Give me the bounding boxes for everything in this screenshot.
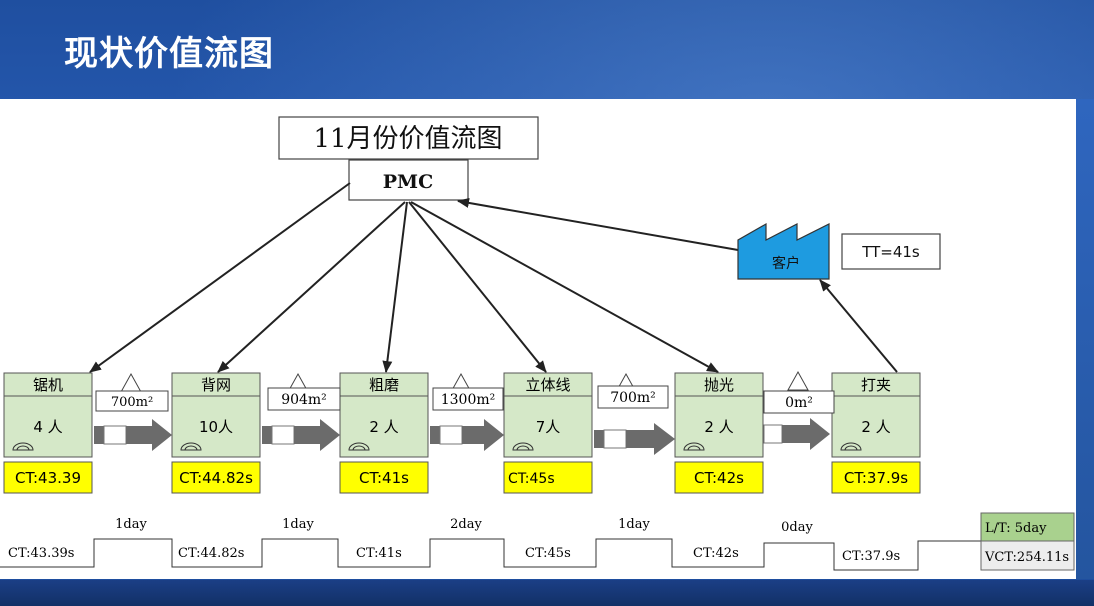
slide-right-strip <box>1076 99 1094 579</box>
inventory-2: 904m² <box>267 372 341 411</box>
process-operators: 2 人 <box>369 418 398 436</box>
inventory-1: 700m² <box>95 372 169 412</box>
pmc-box <box>348 159 469 201</box>
diagram-title: 11月份价值流图 <box>313 124 502 154</box>
process-5: 抛光 2 人 CT:42s <box>674 372 764 494</box>
takt-time-box <box>841 233 941 270</box>
timeline-process-time: CT:41s <box>356 546 402 561</box>
inventory-quantity: 0m² <box>785 395 813 411</box>
takt-time: TT=41s <box>861 243 920 261</box>
process-operators: 2 人 <box>704 418 733 436</box>
process-name: 打夹 <box>861 376 891 394</box>
customer-to-pmc-arrow <box>457 197 739 251</box>
process-6: 打夹 2 人 CT:37.9s <box>831 372 921 494</box>
process-name: 抛光 <box>704 376 734 394</box>
slide-title: 现状价值流图 <box>64 34 274 74</box>
timeline-process-time: CT:44.82s <box>178 546 244 561</box>
push-arrow-2 <box>262 419 340 451</box>
inventory-triangle-icon <box>787 370 809 391</box>
lead-time-box <box>980 512 1075 542</box>
operator-icon <box>683 442 705 451</box>
push-arrow-1 <box>94 419 172 451</box>
value-creating-time: VCT:254.11s <box>984 550 1069 565</box>
timeline-process-time: CT:37.9s <box>842 549 900 564</box>
push-arrow-4 <box>594 423 675 455</box>
shipping-arrow <box>819 279 898 373</box>
process-operators: 7人 <box>536 418 561 436</box>
timeline-wait-time: 1day <box>618 517 650 532</box>
slide-footer-band <box>0 580 1094 606</box>
inventory-4: 700m² <box>597 372 669 409</box>
process-2: 背网 10人 CT:44.82s <box>171 372 261 494</box>
info-arrow-1 <box>89 182 351 373</box>
process-operators: 4 人 <box>33 418 62 436</box>
process-ct: CT:43.39 <box>15 469 81 487</box>
process-name: 锯机 <box>33 376 63 394</box>
inventory-quantity: 700m² <box>610 390 656 406</box>
diagram-title-box <box>278 116 539 160</box>
process-ct: CT:42s <box>694 469 744 487</box>
process-1: 锯机 4 人 CT:43.39 <box>3 372 93 494</box>
process-name: 立体线 <box>525 376 570 394</box>
push-arrow-5 <box>763 418 830 450</box>
timeline-wait-time: 1day <box>282 517 314 532</box>
customer-factory-icon <box>737 222 830 280</box>
timeline-ladder <box>0 538 981 571</box>
timeline-wait-time: 2day <box>450 517 482 532</box>
operator-icon <box>348 442 370 451</box>
process-ct: CT:45s <box>508 471 555 487</box>
process-ct: CT:41s <box>359 469 409 487</box>
timeline-wait-time: 1day <box>115 517 147 532</box>
operator-icon <box>180 442 202 451</box>
diagram-canvas <box>0 99 1076 579</box>
info-arrow-3 <box>382 201 408 373</box>
inventory-quantity: 700m² <box>111 395 153 410</box>
inventory-quantity: 1300m² <box>441 392 496 408</box>
operator-icon <box>840 442 862 451</box>
push-arrow-3 <box>430 419 504 451</box>
timeline-process-time: CT:45s <box>525 546 571 561</box>
process-4: 立体线 7人 CT:45s <box>503 372 593 494</box>
timeline-wait-time: 0day <box>781 520 813 535</box>
operator-icon <box>12 442 34 451</box>
inventory-triangle-icon <box>120 372 142 393</box>
inventory-5: 0m² <box>763 370 835 414</box>
process-name: 粗磨 <box>369 376 399 394</box>
process-3: 粗磨 2 人 CT:41s <box>339 372 429 494</box>
info-arrow-5 <box>410 201 719 373</box>
process-ct: CT:37.9s <box>844 469 908 487</box>
process-operators: 10人 <box>199 418 233 436</box>
vct-box <box>980 540 1075 571</box>
process-ct: CT:44.82s <box>179 469 253 487</box>
info-arrow-2 <box>217 201 406 373</box>
process-operators: 2 人 <box>861 418 890 436</box>
lead-time: L/T: 5day <box>985 521 1047 536</box>
operator-icon <box>512 442 534 451</box>
inventory-3: 1300m² <box>432 372 504 411</box>
customer-label: 客户 <box>772 255 800 272</box>
pmc-label: PMC <box>383 171 433 193</box>
timeline-process-time: CT:42s <box>693 546 739 561</box>
info-arrow-4 <box>408 201 547 373</box>
information-flow-arrows <box>89 182 898 373</box>
inventory-quantity: 904m² <box>281 392 327 408</box>
process-name: 背网 <box>201 376 231 394</box>
timeline-process-time: CT:43.39s <box>8 546 74 561</box>
